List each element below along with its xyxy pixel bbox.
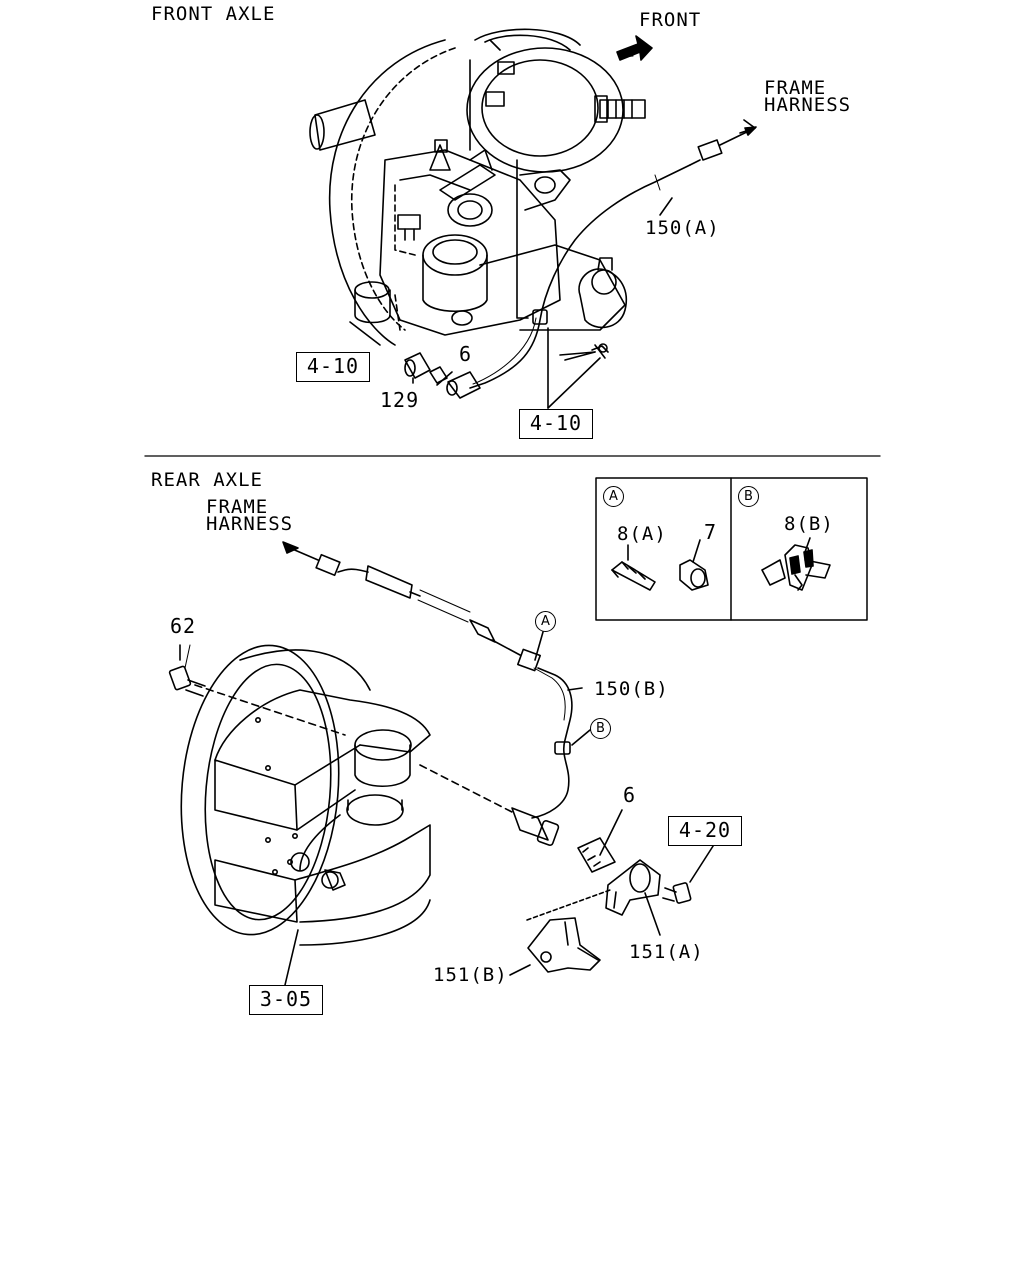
rear-sensor-cable — [315, 553, 573, 847]
clamp-8b-shape — [761, 537, 831, 591]
part-label-8a: 8(A) — [617, 523, 667, 545]
part-label-151b: 151(B) — [433, 964, 508, 986]
part-label-7: 7 — [704, 520, 718, 544]
clip-8a-shape — [611, 544, 656, 591]
bracket-151b-shape — [509, 889, 611, 976]
bracket-151a-shape — [605, 859, 661, 936]
front-axle-title: FRONT AXLE — [151, 3, 276, 25]
ref-box-3-05: 3-05 — [249, 985, 323, 1015]
front-brake-assembly — [309, 28, 646, 346]
marker-a-on-cable: A — [535, 611, 556, 632]
rear-frame-harness-label-2: HARNESS — [206, 513, 294, 535]
rear-frame-harness-label-1: FRAME — [206, 496, 269, 518]
ref-box-front-4-10-bottom: 4-10 — [519, 409, 593, 439]
part-label-150a: 150(A) — [645, 217, 720, 239]
front-frame-harness-label-1: FRAME — [764, 77, 827, 99]
part-label-150b: 150(B) — [594, 678, 669, 700]
bolt-62-shape — [168, 644, 206, 697]
part-label-front-6: 6 — [459, 342, 473, 366]
front-direction-label: FRONT — [639, 9, 702, 31]
part-label-rear-6: 6 — [623, 783, 637, 807]
ref-box-front-4-10-left: 4-10 — [296, 352, 370, 382]
front-sensor-cable — [446, 127, 756, 399]
part-label-129: 129 — [380, 388, 420, 412]
front-small-parts — [404, 343, 609, 384]
detail-panel-b-marker: B — [738, 486, 759, 507]
detail-panel-a-marker: A — [603, 486, 624, 507]
part-label-62: 62 — [170, 614, 197, 638]
marker-b-on-cable: B — [590, 718, 611, 739]
ref-box-4-20: 4-20 — [668, 816, 742, 846]
rear-axle-title: REAR AXLE — [151, 469, 263, 491]
part-label-8b: 8(B) — [784, 513, 834, 535]
detail-panel-frame — [595, 477, 868, 621]
bolt-420-shape — [662, 842, 716, 904]
grommet-7-shape — [679, 539, 709, 591]
front-frame-harness-label-2: HARNESS — [764, 94, 852, 116]
part-label-151a: 151(A) — [629, 941, 704, 963]
rear-bush-6-shape — [577, 809, 623, 873]
rear-brake-drum — [180, 644, 513, 946]
